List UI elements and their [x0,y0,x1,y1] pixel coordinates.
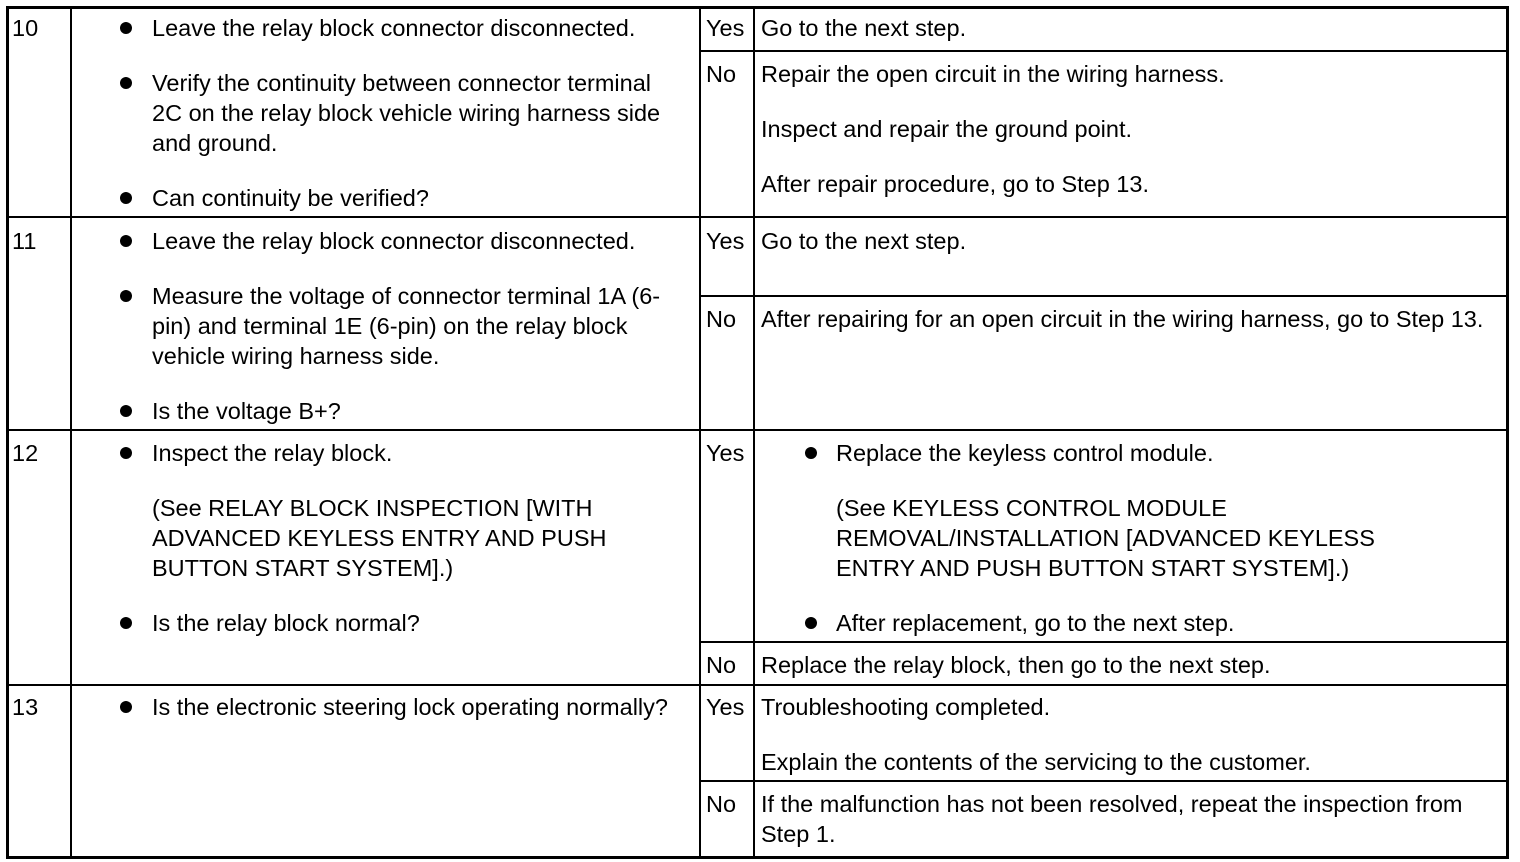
bullet-icon [120,290,132,302]
column-divider [753,6,755,856]
result-label-yes: Yes [706,694,745,720]
bullet-icon [120,617,132,629]
action-text: Can continuity be verified? [152,185,429,211]
result-divider [700,780,1506,782]
bullet-icon [805,447,817,459]
result-text: Explain the contents of the servicing to… [761,749,1311,775]
action-text: Is the voltage B+? [152,398,341,424]
row-divider [6,684,1509,686]
step-number: 10 [12,15,39,41]
result-label-no: No [706,61,737,87]
row-divider [6,429,1509,431]
result-label-no: No [706,306,737,332]
column-divider [70,6,72,856]
bullet-icon [120,77,132,89]
result-text: Troubleshooting completed. [761,694,1051,720]
bullet-icon [120,22,132,34]
bullet-icon [120,405,132,417]
result-text: Replace the relay block, then go to the … [761,652,1271,678]
row-divider [6,216,1509,218]
bullet-icon [120,447,132,459]
column-divider [699,6,701,856]
result-text: (See KEYLESS CONTROL MODULE REMOVAL/INST… [836,495,1375,581]
result-label-yes: Yes [706,228,745,254]
result-label-yes: Yes [706,440,745,466]
result-text: Inspect and repair the ground point. [761,116,1133,142]
result-divider [700,641,1506,643]
action-text: Is the relay block normal? [152,610,420,636]
result-text: Go to the next step. [761,15,967,41]
bullet-icon [805,617,817,629]
result-text: After repairing for an open circuit in t… [761,306,1484,332]
result-label-no: No [706,791,737,817]
bullet-icon [120,192,132,204]
result-label-yes: Yes [706,15,745,41]
result-divider [700,295,1506,297]
result-text: If the malfunction has not been resolved… [761,791,1463,847]
action-text: Leave the relay block connector disconne… [152,15,636,41]
result-label-no: No [706,652,737,678]
result-text: After replacement, go to the next step. [836,610,1235,636]
bullet-icon [120,235,132,247]
step-number: 11 [12,228,37,254]
result-text: Go to the next step. [761,228,967,254]
troubleshooting-table [6,6,1509,859]
action-text: Measure the voltage of connector termina… [152,283,661,369]
bullet-icon [120,701,132,713]
result-text: After repair procedure, go to Step 13. [761,171,1149,197]
step-number: 13 [12,694,39,720]
action-text: Is the electronic steering lock operatin… [152,694,668,720]
action-text: Inspect the relay block. [152,440,393,466]
action-text: Leave the relay block connector disconne… [152,228,636,254]
result-text: Replace the keyless control module. [836,440,1214,466]
action-text: (See RELAY BLOCK INSPECTION [WITH ADVANC… [152,495,607,581]
action-text: Verify the continuity between connector … [152,70,661,156]
step-number: 12 [12,440,39,466]
result-text: Repair the open circuit in the wiring ha… [761,61,1225,87]
result-divider [700,50,1506,52]
